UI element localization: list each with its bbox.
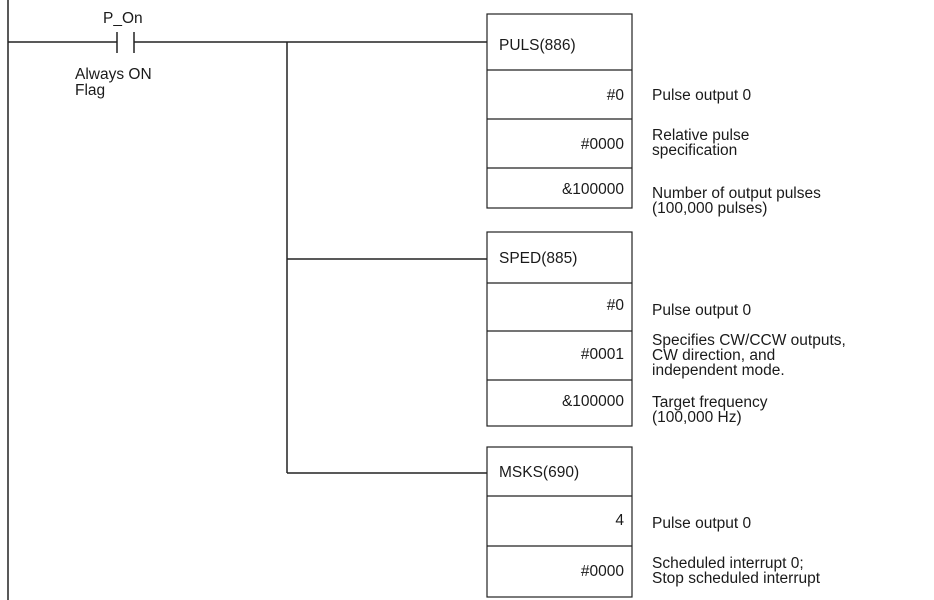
operand-comment-line: Pulse output 0	[652, 87, 752, 104]
operand-comment-line: Target frequency	[652, 394, 768, 411]
contact-comment-line: Always ON	[75, 66, 152, 83]
instruction-block-msks	[486, 446, 633, 598]
contact-label: P_On	[103, 10, 143, 27]
operand-comment: Number of output pulses (100,000 pulses)	[652, 185, 821, 217]
operand-comment: Pulse output 0	[652, 302, 752, 319]
contact-comment-line: Flag	[75, 82, 106, 99]
operand-comment-line: Pulse output 0	[652, 302, 752, 319]
operand-value: &100000	[561, 393, 624, 410]
operand-comment-line: Scheduled interrupt 0;	[652, 555, 804, 572]
instruction-name-msks: MSKS(690)	[499, 464, 580, 481]
operand-value: &100000	[561, 181, 624, 198]
operand-comment: Specifies CW/CCW outputs, CW direction, …	[652, 332, 846, 379]
operand-value: #0000	[580, 136, 624, 153]
operand-comment-line: (100,000 pulses)	[652, 200, 768, 217]
operand-comment-line: Number of output pulses	[652, 185, 821, 202]
instruction-name-sped: SPED(885)	[499, 250, 578, 267]
operand-comment-line: Specifies CW/CCW outputs,	[652, 332, 846, 349]
operand-comment-line: Pulse output 0	[652, 515, 752, 532]
instruction-name-puls: PULS(886)	[499, 37, 576, 54]
operand-value: #0	[606, 297, 624, 314]
operand-comment-line: independent mode.	[652, 362, 785, 379]
operand-comment: Pulse output 0	[652, 515, 752, 532]
operand-comment-line: specification	[652, 142, 738, 159]
operand-value: #0001	[580, 346, 624, 363]
operand-comment-line: Relative pulse	[652, 127, 750, 144]
operand-comment-line: (100,000 Hz)	[652, 409, 742, 426]
operand-comment: Scheduled interrupt 0; Stop scheduled in…	[652, 555, 821, 587]
operand-comment: Pulse output 0	[652, 87, 752, 104]
operand-comment: Relative pulse specification	[652, 127, 750, 159]
operand-comment-line: Stop scheduled interrupt	[652, 570, 821, 587]
operand-value: #0000	[580, 563, 624, 580]
operand-value: #0	[606, 87, 624, 104]
operand-comment-line: CW direction, and	[652, 347, 776, 364]
instruction-block-sped	[486, 231, 633, 427]
operand-comment: Target frequency (100,000 Hz)	[652, 394, 768, 426]
contact-comment: Always ON Flag	[75, 67, 152, 99]
instruction-block-puls	[486, 13, 633, 209]
operand-value: 4	[615, 512, 624, 529]
